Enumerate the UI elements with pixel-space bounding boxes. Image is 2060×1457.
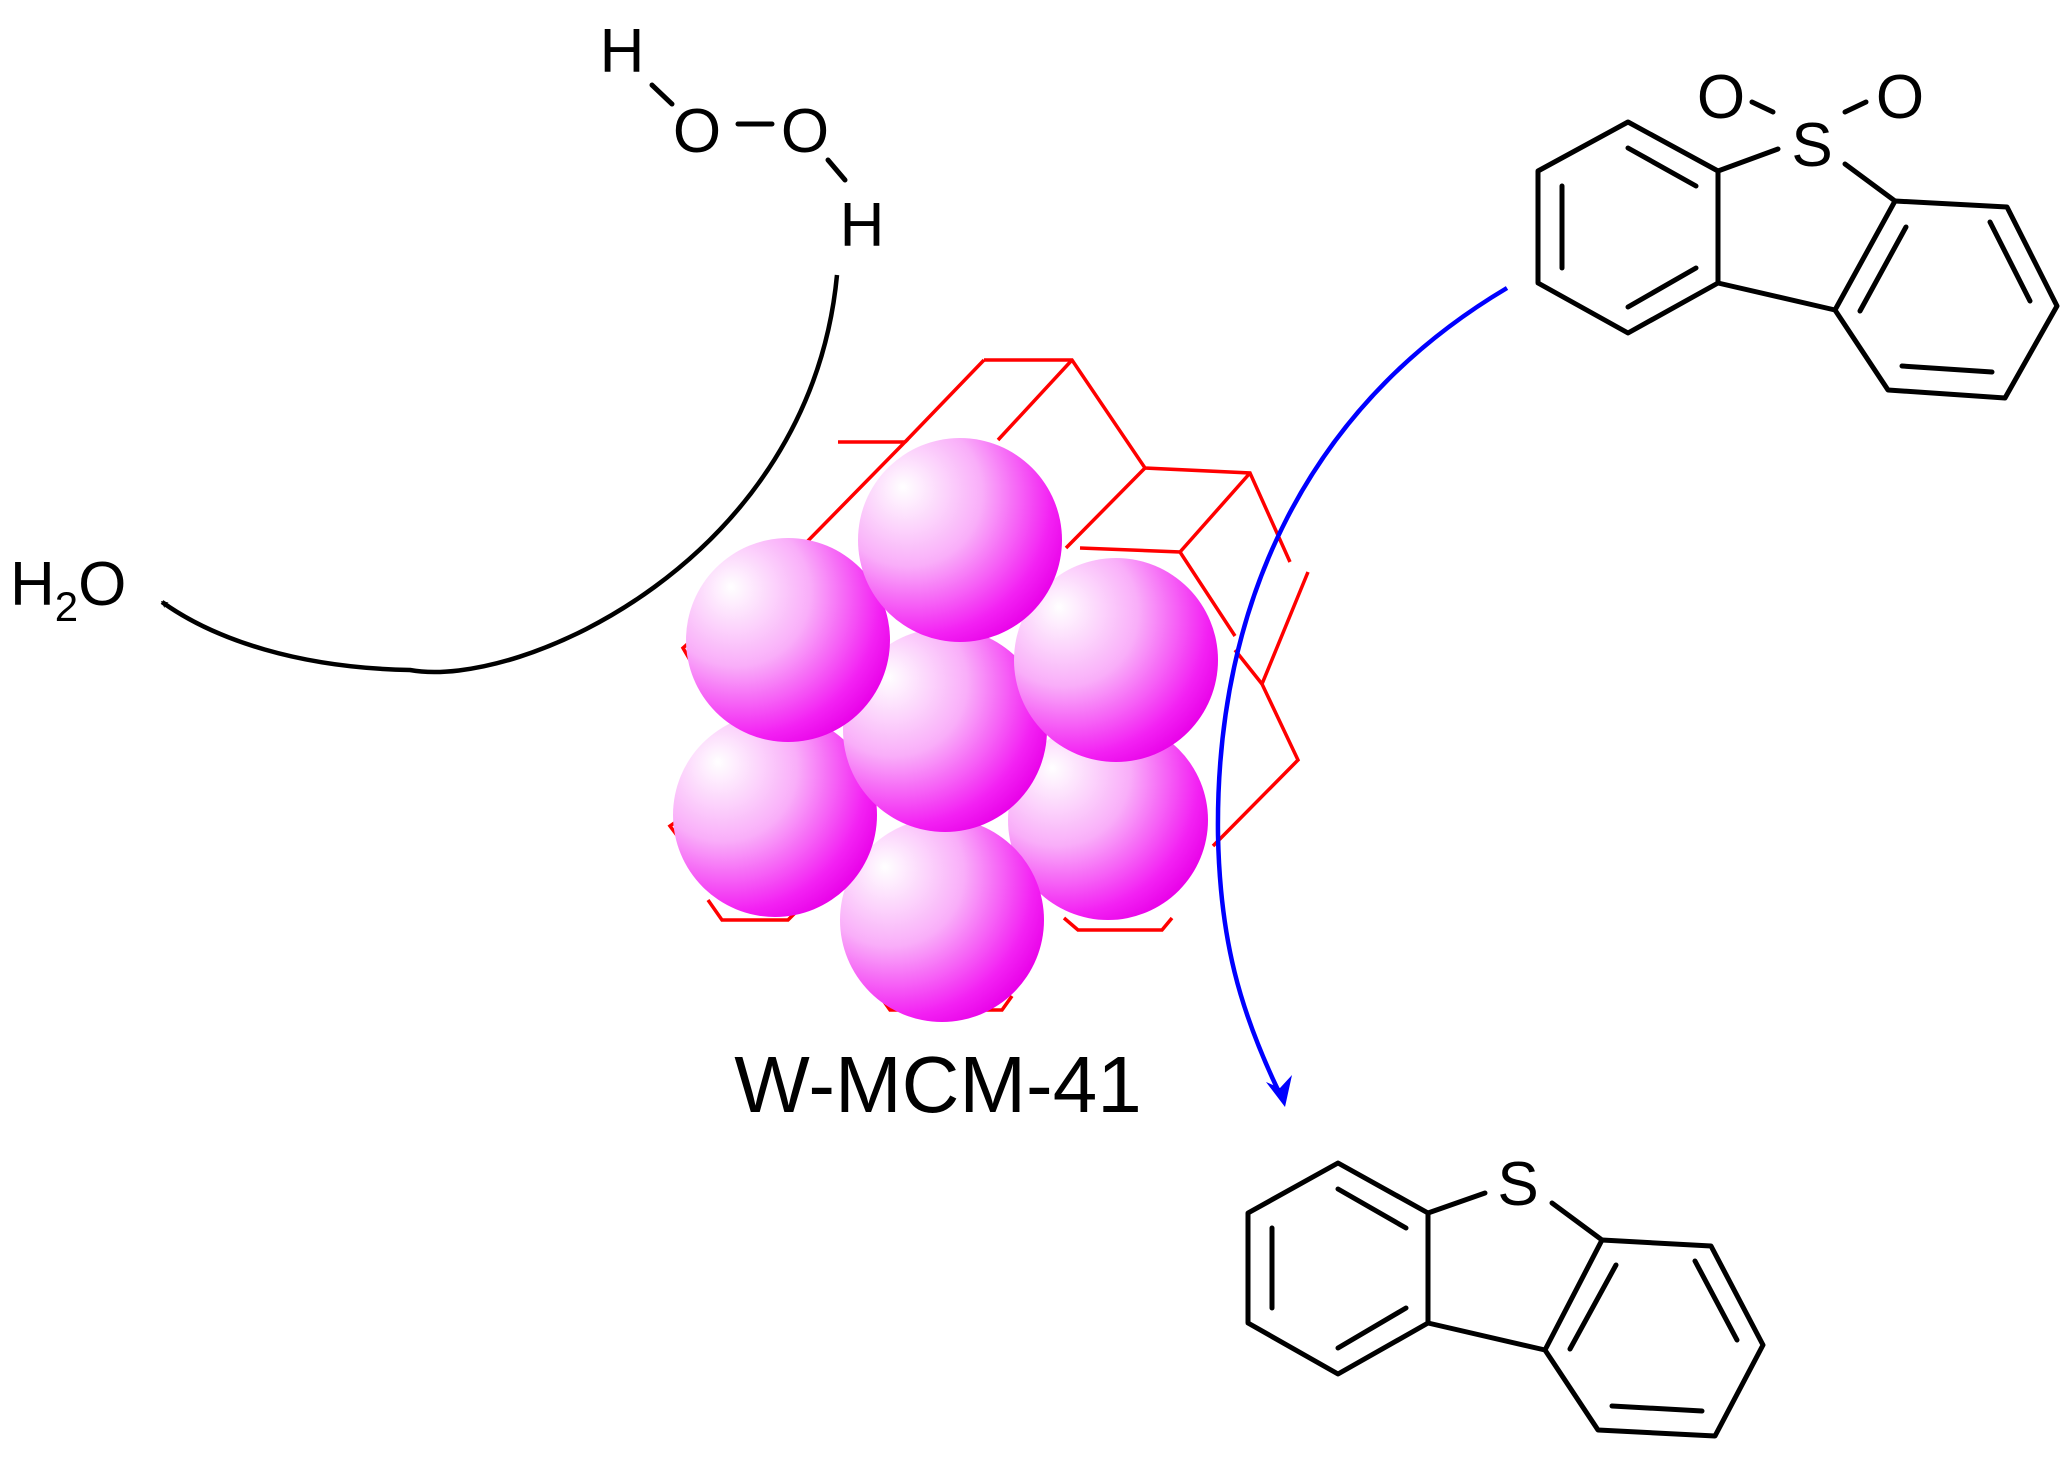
atom-h-bottom: H: [840, 191, 885, 260]
dbt-right-ring: [1542, 1237, 1766, 1439]
water-h: H: [10, 550, 55, 619]
double-bond: [1335, 1186, 1409, 1231]
bond-c-c: [1715, 280, 1838, 313]
sulfone-left-ring: [1535, 119, 1721, 336]
framework-edge: [996, 358, 1074, 442]
atom-o-left: O: [673, 97, 721, 166]
double-bond: [1609, 1403, 1705, 1414]
bond-h-o: [649, 82, 675, 107]
catalyst-spheres: [673, 438, 1218, 1022]
framework-edge: [1211, 571, 1310, 848]
bond-c-c: [1425, 1320, 1548, 1353]
double-bond: [1899, 363, 1995, 375]
bond-s-c: [1549, 1200, 1605, 1243]
bond-c-s: [1425, 1190, 1488, 1216]
framework-edge: [1233, 648, 1264, 686]
bond-s-o: [1842, 99, 1869, 115]
catalyst-sphere: [840, 818, 1044, 1022]
double-bond: [1987, 219, 2033, 304]
catalyst-sphere: [673, 713, 877, 917]
bond-o-h: [825, 157, 848, 183]
framework-edge: [1062, 916, 1174, 932]
catalyst-sphere: [858, 438, 1062, 642]
sulfone-oxygen-right: O: [1876, 63, 1924, 132]
dbt-left-ring: [1245, 1160, 1431, 1377]
bond-s-o: [1749, 99, 1776, 115]
reaction-arrow-head: [1266, 1075, 1292, 1107]
atom-o-right: O: [781, 97, 829, 166]
dibenzothiophene: S: [1245, 1150, 1766, 1439]
catalyst-sphere: [1014, 558, 1218, 762]
bond-s-c: [1842, 161, 1898, 204]
catalyst-label: W-MCM-41: [734, 1040, 1141, 1129]
water-label: H2O: [10, 550, 126, 630]
reaction-arrow-curve: [1215, 286, 1509, 1091]
hydrogen-peroxide: H O O H: [600, 17, 885, 260]
bond-c-s: [1715, 146, 1781, 174]
oxidant-arrow: [160, 274, 840, 675]
dbt-sulfur: S: [1497, 1150, 1538, 1219]
catalyst-sphere: [686, 538, 890, 742]
framework-edge: [903, 358, 986, 444]
sulfone-oxygen-left: O: [1697, 63, 1745, 132]
catalyst-sphere: [843, 628, 1047, 832]
framework-edge: [1064, 466, 1147, 550]
reaction-arrow: [1215, 286, 1509, 1107]
double-bond: [1335, 1305, 1409, 1351]
dibenzothiophene-sulfone: S O O: [1535, 63, 2060, 401]
double-bond: [1567, 1262, 1619, 1352]
atom-h-top: H: [600, 17, 645, 86]
double-bond: [1857, 224, 1909, 314]
sulfone-sulfur: S: [1791, 111, 1832, 180]
double-bond: [1625, 265, 1699, 310]
water-subscript: 2: [55, 583, 78, 630]
double-bond: [1625, 145, 1699, 189]
sulfone-right-ring: [1832, 198, 2060, 401]
double-bond: [1692, 1258, 1740, 1343]
catalyst-sphere: [1008, 720, 1208, 920]
water-o: O: [78, 550, 126, 619]
framework-edge: [1178, 471, 1252, 554]
